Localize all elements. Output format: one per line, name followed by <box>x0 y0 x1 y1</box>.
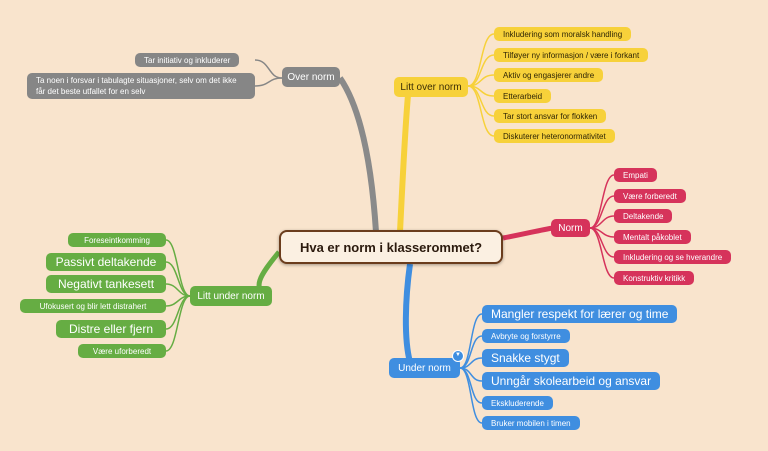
leaf-litt-over-5[interactable]: Tar stort ansvar for flokken <box>494 109 607 123</box>
leaf-over-1[interactable]: Tar initiativ og inkluderer <box>135 53 240 67</box>
leaf-under-6[interactable]: Bruker mobilen i timen <box>482 416 580 430</box>
leaf-under-4[interactable]: Unngår skolearbeid og ansvar <box>482 372 661 390</box>
leaf-litt-under-3[interactable]: Negativt tankesett <box>46 275 166 293</box>
leaf-litt-over-6[interactable]: Diskuterer heteronormativitet <box>494 129 615 143</box>
topic-over-norm[interactable]: Over norm <box>282 67 340 87</box>
leaf-litt-over-4[interactable]: Etterarbeid <box>494 89 552 103</box>
central-topic[interactable]: Hva er norm i klasserommet? <box>279 230 503 264</box>
leaf-litt-under-2[interactable]: Passivt deltakende <box>46 253 166 271</box>
leaf-litt-over-1[interactable]: Inkludering som moralsk handling <box>494 27 632 41</box>
leaf-litt-under-5[interactable]: Distre eller fjern <box>56 320 166 338</box>
topic-litt-over-norm[interactable]: Litt over norm <box>394 77 468 97</box>
leaf-norm-2[interactable]: Være forberedt <box>614 189 686 203</box>
leaf-under-2[interactable]: Avbryte og forstyrre <box>482 329 570 343</box>
leaf-over-2[interactable]: Ta noen i forsvar i tabulagte situasjone… <box>27 73 255 99</box>
leaf-under-3[interactable]: Snakke stygt <box>482 349 569 367</box>
leaf-norm-3[interactable]: Deltakende <box>614 209 673 223</box>
leaf-norm-6[interactable]: Konstruktiv kritikk <box>614 271 695 285</box>
leaf-litt-under-4[interactable]: Ufokusert og blir lett distrahert <box>20 299 166 313</box>
leaf-norm-5[interactable]: Inkludering og se hverandre <box>614 250 732 264</box>
topic-under-norm[interactable]: Under norm <box>389 358 460 378</box>
leaf-norm-1[interactable]: Empati <box>614 168 657 182</box>
leaf-litt-under-1[interactable]: Foreseintkomming <box>68 233 166 247</box>
leaf-litt-over-2[interactable]: Tilføyer ny informasjon / være i forkant <box>494 48 649 62</box>
leaf-litt-under-6[interactable]: Være uforberedt <box>78 344 166 358</box>
chevron-down-icon[interactable]: ▼ <box>452 350 464 362</box>
topic-norm[interactable]: Norm <box>551 219 590 237</box>
leaf-litt-over-3[interactable]: Aktiv og engasjerer andre <box>494 68 604 82</box>
leaf-under-1[interactable]: Mangler respekt for lærer og time <box>482 305 678 323</box>
leaf-norm-4[interactable]: Mentalt påkoblet <box>614 230 691 244</box>
leaf-under-5[interactable]: Ekskluderende <box>482 396 553 410</box>
topic-litt-under-norm[interactable]: Litt under norm <box>190 286 272 306</box>
